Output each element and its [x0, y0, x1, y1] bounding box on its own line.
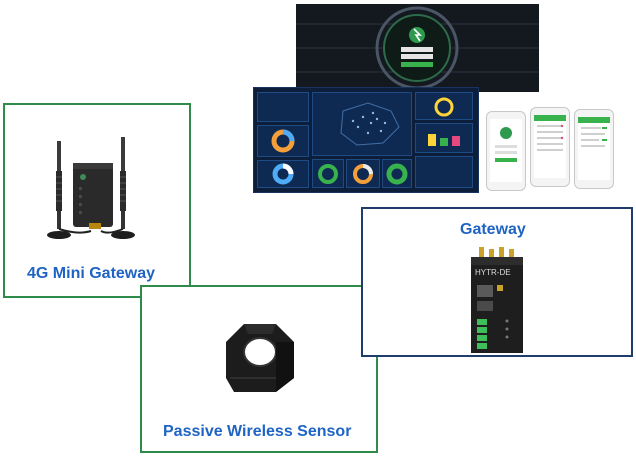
- login-screenshot: [296, 4, 539, 92]
- phone-mockup: [574, 109, 614, 189]
- login-screen-art: [296, 4, 539, 92]
- sensor-label: Passive Wireless Sensor: [163, 423, 352, 440]
- dashboard-panel: [415, 92, 473, 120]
- dashboard-panel: [257, 125, 309, 157]
- dashboard-panel: [257, 160, 309, 188]
- app-detail-screen: [578, 117, 610, 147]
- dashboard-panel: [312, 159, 344, 188]
- dashboard-screenshot: [253, 87, 479, 193]
- phone-mockup: [530, 107, 570, 187]
- map-icon: [340, 102, 400, 146]
- phone-mockup: [486, 111, 526, 191]
- mini-gateway-card: 4G Mini Gateway: [3, 103, 191, 298]
- donut-chart-icon: [353, 164, 373, 184]
- dashboard-map-panel: [312, 92, 412, 156]
- din-rail-gateway-icon: HYTR-DE: [471, 247, 523, 353]
- dashboard-panel: [257, 92, 309, 122]
- dashboard-list-panel: [415, 156, 473, 188]
- gateway-card: Gateway HYTR-DE: [361, 207, 633, 357]
- donut-chart-icon: [318, 164, 338, 184]
- donut-chart-icon: [271, 129, 295, 153]
- donut-chart-icon: [386, 163, 408, 185]
- mobile-app-screenshot: [484, 105, 616, 191]
- dashboard-panel: [382, 159, 412, 188]
- bar-chart-icon: [428, 134, 460, 146]
- sensor-card: Passive Wireless Sensor: [140, 285, 378, 453]
- dashboard-panel: [346, 159, 380, 188]
- donut-chart-icon: [272, 163, 294, 185]
- mini-gateway-label: 4G Mini Gateway: [27, 265, 156, 282]
- dashboard-bar-panel: [415, 123, 473, 153]
- mini-gateway-device-icon: [47, 137, 135, 239]
- current-clamp-icon: [226, 324, 294, 392]
- app-list-screen: [534, 115, 566, 151]
- app-login-screen: [495, 127, 517, 162]
- gateway-device-brand: HYTR-DE: [475, 268, 511, 277]
- gateway-label: Gateway: [460, 221, 526, 238]
- gauge-icon: [434, 97, 454, 117]
